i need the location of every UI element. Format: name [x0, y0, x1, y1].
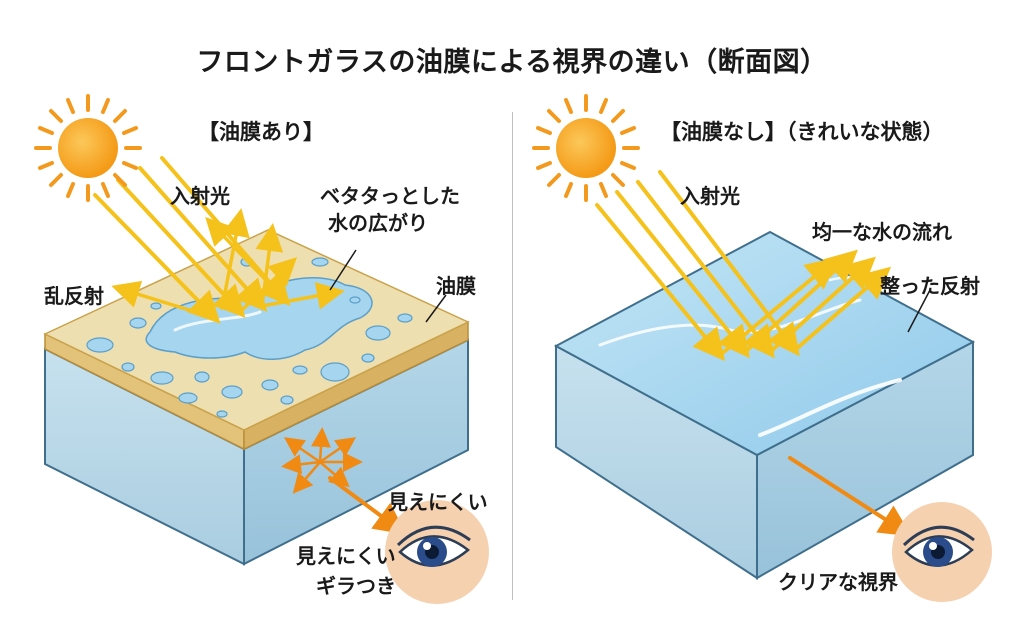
right-incident-light-label: 入射光 — [680, 184, 740, 208]
right-regular-reflection-label: 整った反射 — [880, 274, 980, 298]
right-incident-rays — [595, 170, 800, 362]
left-oil-leader — [425, 294, 447, 323]
left-sun-icon — [34, 94, 142, 202]
scatter-arrows-icon — [281, 427, 363, 494]
left-water-leader — [329, 249, 357, 291]
right-view-arrow-icon — [788, 456, 912, 537]
left-sticky-water-label-line2: 水の広がり — [328, 211, 428, 235]
left-eye-icon — [385, 500, 489, 604]
right-sun-icon — [532, 94, 640, 202]
left-view-arrow-icon — [328, 476, 407, 535]
left-sticky-water-label-line1: ベタタっとした — [320, 184, 460, 208]
left-diffuse-reflection-label: 乱反射 — [44, 284, 104, 308]
panel-divider — [512, 112, 513, 600]
left-incident-light-label: 入射光 — [170, 184, 230, 208]
right-reflection-leader — [907, 289, 931, 333]
right-regular-reflections — [718, 249, 892, 357]
left-panel-header: 【油膜あり】 — [198, 120, 324, 144]
left-hard-to-see-label-line1: 見えにくい — [296, 544, 396, 568]
right-even-flow-label: 均一な水の流れ — [812, 220, 952, 244]
left-water-droplets — [86, 257, 413, 418]
page-title: フロントガラスの油膜による視界の違い（断面図） — [196, 47, 828, 78]
right-clear-view-label: クリアな視界 — [778, 570, 898, 594]
right-panel-header: 【油膜なし】（きれいな状態） — [660, 120, 944, 144]
left-glare-label-line2: ギラつき — [316, 574, 396, 598]
left-hard-to-see-top-label: 見えにくい — [388, 490, 488, 514]
left-oil-film-label: 油膜 — [436, 274, 476, 298]
left-scattered-reflections — [111, 208, 345, 320]
right-eye-icon — [892, 502, 992, 602]
right-surface-highlight-2 — [758, 378, 902, 437]
